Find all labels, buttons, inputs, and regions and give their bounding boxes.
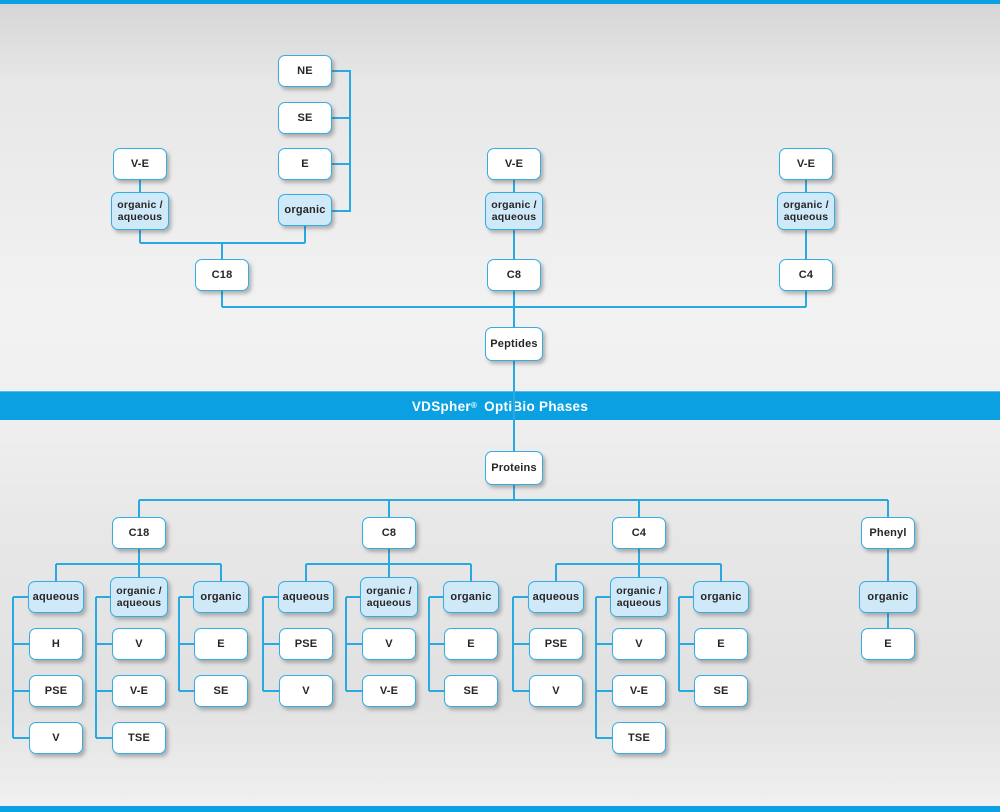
node-c8-organic-e: E [444,628,498,660]
node-column-c8-bottom: C8 [362,517,416,549]
node-c4-orgaq-tse: TSE [612,722,666,754]
node-c18-aqueous-pse: PSE [29,675,83,707]
banner-rest: OptiBio Phases [484,398,589,414]
node-c18-orgaq-ve: V-E [112,675,166,707]
node-c4-organic: organic [693,581,749,613]
node-c18-organic: organic [193,581,249,613]
wire-columns-to-peptides [221,291,807,327]
node-c8-organic: organic [443,581,499,613]
node-proteins: Proteins [485,451,543,485]
node-phenyl-organic: organic [859,581,917,613]
node-eluent-organic-aqueous-c4-top: organic / aqueous [777,192,835,230]
wire-ne-se-e-organic-bus [332,70,351,212]
node-c18-organic-aqueous: organic / aqueous [110,577,168,617]
banner-brand: VDSpher [411,398,471,414]
node-column-c18-top: C18 [195,259,249,291]
node-c4-organic-e: E [694,628,748,660]
node-c4-aqueous-pse: PSE [529,628,583,660]
node-c8-aqueous: aqueous [278,581,334,613]
node-phase-ne: NE [278,55,332,87]
top-accent-bar [0,0,1000,4]
wire-proteins-to-columns [138,485,889,517]
node-c8-organic-se: SE [444,675,498,707]
node-c8-aqueous-v: V [279,675,333,707]
node-peptides: Peptides [485,327,543,361]
node-c4-aqueous: aqueous [528,581,584,613]
wire-bus-c18-organic [178,596,194,692]
wire-bus-c18-aqueous [12,596,29,739]
node-c18-aqueous-h: H [29,628,83,660]
node-c8-orgaq-v: V [362,628,416,660]
node-column-c8-top: C8 [487,259,541,291]
node-phase-se: SE [278,102,332,134]
node-column-c4-bottom: C4 [612,517,666,549]
wire-bus-c8-organic [428,596,444,692]
wire-bus-c4-orgaq [595,596,612,739]
node-c4-orgaq-v: V [612,628,666,660]
node-eluent-organic-aqueous-c18-top: organic / aqueous [111,192,169,230]
wire-eluents-to-c18-top [139,226,306,259]
node-eluent-organic-c18-top: organic [278,194,332,226]
node-c18-aqueous-v: V [29,722,83,754]
node-c4-organic-se: SE [694,675,748,707]
node-c18-aqueous: aqueous [28,581,84,613]
node-phase-ve-c8-top: V-E [487,148,541,180]
wire-bus-c4-aqueous [512,596,529,692]
node-phase-ve-c4-top: V-E [779,148,833,180]
node-c4-aqueous-v: V [529,675,583,707]
node-column-phenyl: Phenyl [861,517,915,549]
node-column-c18-bottom: C18 [112,517,166,549]
node-c4-orgaq-ve: V-E [612,675,666,707]
node-c18-organic-e: E [194,628,248,660]
node-c18-organic-se: SE [194,675,248,707]
wire-bus-c18-orgaq [95,596,112,739]
node-c4-organic-aqueous: organic / aqueous [610,577,668,617]
node-c18-orgaq-v: V [112,628,166,660]
node-c8-aqueous-pse: PSE [279,628,333,660]
node-c18-orgaq-tse: TSE [112,722,166,754]
wire-bus-c8-aqueous [262,596,279,692]
node-phase-e: E [278,148,332,180]
wire-bus-c4-organic [678,596,694,692]
bottom-accent-bar [0,806,1000,812]
node-phase-ve-c18-top: V-E [113,148,167,180]
node-c8-organic-aqueous: organic / aqueous [360,577,418,617]
node-eluent-organic-aqueous-c8-top: organic / aqueous [485,192,543,230]
node-c8-orgaq-ve: V-E [362,675,416,707]
node-column-c4-top: C4 [779,259,833,291]
banner-vdspher-optibio-phases: VDSpher®OptiBio Phases [0,391,1000,420]
node-phenyl-organic-e: E [861,628,915,660]
